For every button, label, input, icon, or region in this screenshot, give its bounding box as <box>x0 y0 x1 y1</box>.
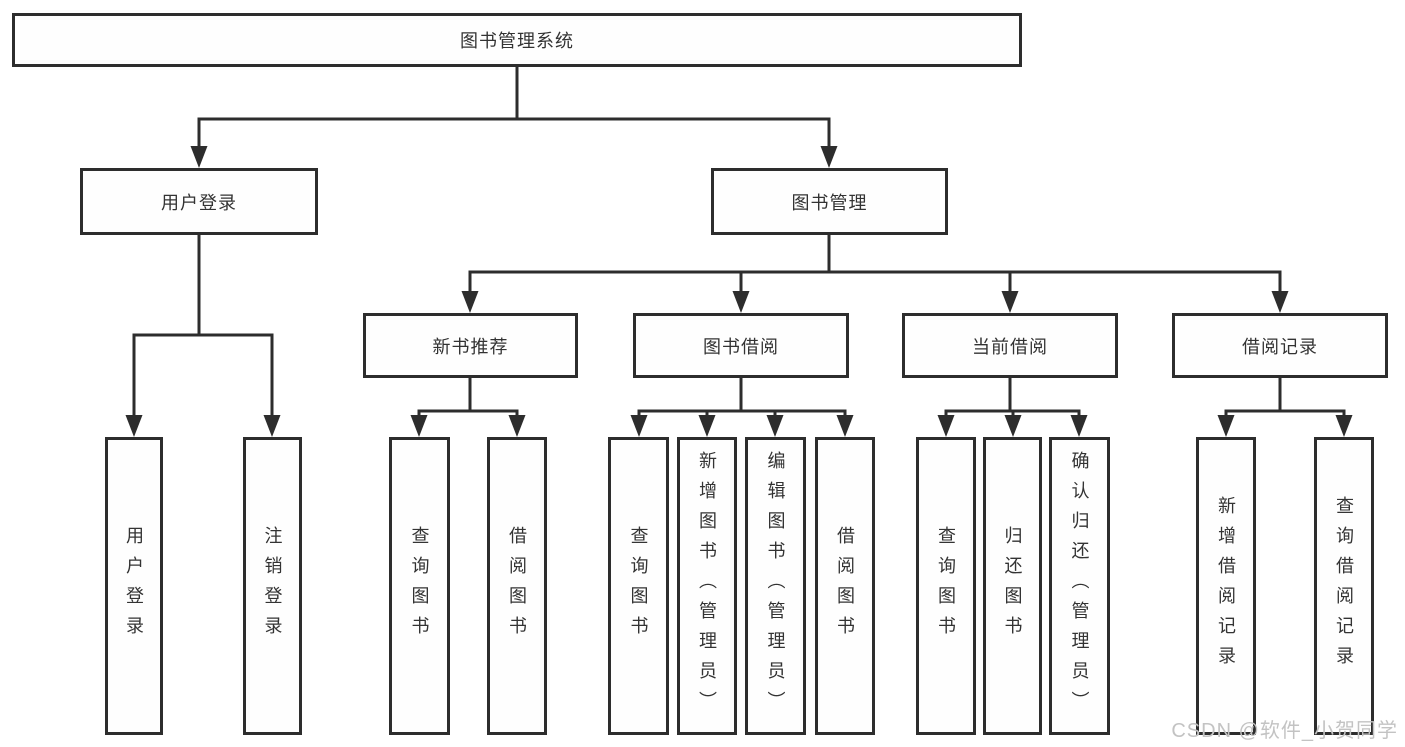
leaf-query-books-recommend: 查询图书 <box>389 437 450 735</box>
node-current-borrowing: 当前借阅 <box>902 313 1118 378</box>
leaf-add-book-admin: 新增图书（管理员） <box>677 437 737 735</box>
leaf-borrow-books: 借阅图书 <box>815 437 875 735</box>
leaf-add-borrow-record: 新增借阅记录 <box>1196 437 1256 735</box>
node-label: 图书管理 <box>791 192 868 213</box>
node-label: 借阅记录 <box>1242 336 1318 357</box>
leaf-label: 确认归还（管理员） <box>1069 451 1090 721</box>
leaf-edit-book-admin: 编辑图书（管理员） <box>745 437 806 735</box>
node-label: 图书管理系统 <box>460 31 574 51</box>
node-user-login: 用户登录 <box>80 168 318 235</box>
leaf-label: 新增借阅记录 <box>1216 496 1236 676</box>
node-book-management: 图书管理 <box>711 168 948 235</box>
node-label: 当前借阅 <box>972 336 1048 357</box>
node-label: 用户登录 <box>161 192 237 213</box>
leaf-label: 归还图书 <box>1002 526 1023 646</box>
node-book-borrowing: 图书借阅 <box>633 313 849 378</box>
leaf-logout: 注销登录 <box>243 437 302 735</box>
node-borrowing-records: 借阅记录 <box>1172 313 1388 378</box>
leaf-query-books-borrowing: 查询图书 <box>608 437 669 735</box>
leaf-confirm-return-admin: 确认归还（管理员） <box>1049 437 1110 735</box>
leaf-return-books: 归还图书 <box>983 437 1042 735</box>
node-library-management-system: 图书管理系统 <box>12 13 1022 67</box>
leaf-user-login: 用户登录 <box>105 437 163 735</box>
leaf-label: 新增图书（管理员） <box>697 451 717 721</box>
leaf-label: 用户登录 <box>124 526 144 646</box>
leaf-query-borrow-record: 查询借阅记录 <box>1314 437 1374 735</box>
csdn-watermark: CSDN @软件_小贺同学 <box>1171 720 1398 742</box>
leaf-label: 借阅图书 <box>835 526 855 646</box>
leaf-query-books-current: 查询图书 <box>916 437 976 735</box>
leaf-label: 查询图书 <box>409 526 430 646</box>
node-label: 图书借阅 <box>703 336 779 357</box>
leaf-label: 查询图书 <box>628 526 649 646</box>
leaf-label: 借阅图书 <box>507 526 527 646</box>
node-label: 新书推荐 <box>432 336 509 357</box>
leaf-label: 查询图书 <box>936 526 956 646</box>
leaf-borrow-books-recommend: 借阅图书 <box>487 437 547 735</box>
node-new-book-recommendation: 新书推荐 <box>363 313 578 378</box>
leaf-label: 查询借阅记录 <box>1334 496 1354 676</box>
leaf-label: 注销登录 <box>262 526 283 646</box>
leaf-label: 编辑图书（管理员） <box>765 451 786 721</box>
